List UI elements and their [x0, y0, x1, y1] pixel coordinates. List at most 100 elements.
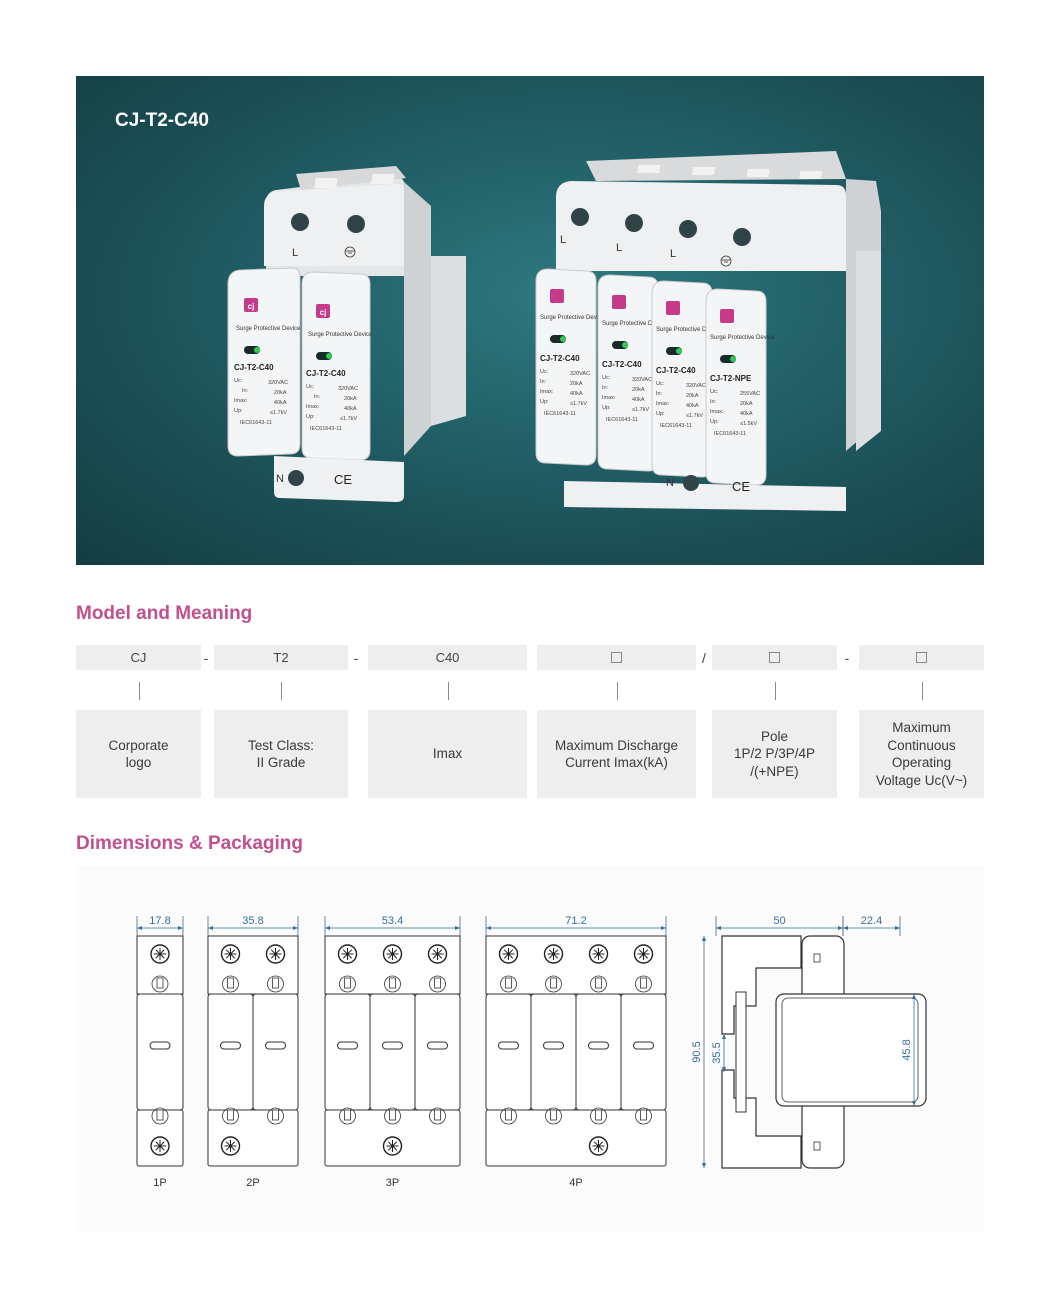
arrow-icon [716, 926, 721, 930]
uc-label: Uc: [234, 378, 243, 384]
connector-line [922, 682, 923, 700]
standard-label: IEC61643-11 [310, 426, 342, 432]
clip-slot [595, 1109, 602, 1121]
screw-detail [643, 949, 649, 955]
clip-icon [635, 975, 652, 993]
up-value: ≤1.7kV [570, 401, 587, 407]
screw-detail [230, 1141, 236, 1147]
status-led [730, 356, 736, 362]
screw-detail [598, 949, 604, 955]
uc-label: Uc: [710, 389, 719, 395]
arrow-icon [293, 926, 298, 930]
clip-slot [550, 1109, 557, 1121]
screw-detail [598, 1145, 604, 1151]
module-heading: Surge Protective Device [540, 315, 605, 321]
pole-label: 4P [569, 1177, 582, 1189]
imax-label: Imax: [306, 404, 320, 410]
terminal-label: L [616, 242, 622, 254]
screw-detail [387, 953, 393, 959]
screw-detail [638, 949, 644, 955]
screw-detail [643, 953, 649, 959]
screw-detail [230, 1145, 236, 1151]
standard-label: IEC61643-11 [606, 417, 638, 423]
module-model: CJ-T2-C40 [602, 360, 642, 369]
module-3: Surge Protective DeviceCJ-T2-C40Uc:320VA… [651, 280, 721, 478]
screw-detail [347, 953, 353, 959]
terminal-screw-icon [679, 220, 697, 238]
module-model: CJ-T2-C40 [540, 354, 580, 363]
pole-module [620, 993, 667, 1111]
clip-slot [227, 1109, 234, 1121]
connector-line [617, 682, 618, 700]
imax-value: 40kA [740, 411, 753, 417]
code-value: T2 [273, 650, 289, 665]
product-hero-image: CJ-T2-C40 L cj [76, 76, 984, 565]
status-led [560, 336, 566, 342]
svg-text:cj: cj [248, 302, 255, 311]
clip-icon [590, 975, 607, 993]
up-value: ≤1.5kV [740, 421, 757, 427]
screw-detail [392, 953, 398, 959]
side-body-top [721, 935, 802, 1035]
module-heading: Surge Protective Device [710, 335, 775, 341]
imax-value: 40kA [686, 403, 699, 409]
screw-detail [392, 1145, 398, 1151]
screw-detail [270, 949, 276, 955]
uc-value: 320VAC [632, 377, 652, 383]
arrow-icon [912, 1101, 916, 1106]
screw-detail [225, 949, 231, 955]
imax-label: Imax: [656, 401, 670, 407]
bottom-terminal-block [485, 1109, 667, 1167]
terminal-screw-icon [288, 470, 304, 486]
side-window-icon [813, 1141, 821, 1151]
imax-value: 40kA [274, 400, 287, 406]
uc-label: Uc: [306, 384, 315, 390]
up-label: Up: [602, 405, 611, 411]
module-model: CJ-T2-C40 [656, 366, 696, 375]
pole-module [136, 993, 184, 1111]
imax-label: Imax: [540, 389, 554, 395]
clip-slot [156, 977, 164, 989]
standard-label: IEC61643-11 [714, 431, 746, 437]
code-separator: - [203, 649, 209, 666]
screw-detail [159, 1145, 165, 1151]
top-terminal-block [485, 935, 667, 995]
screw-detail [503, 949, 509, 955]
in-value: 20kA [570, 381, 583, 387]
module-body [705, 288, 767, 486]
module-1: Surge Protective DeviceCJ-T2-C40Uc:320VA… [535, 268, 605, 466]
dimensions-title: Dimensions & Packaging [76, 833, 304, 854]
code-box-corporate-logo: CJ [76, 645, 201, 670]
terminal-screw-icon [571, 208, 589, 226]
placeholder-square-icon [769, 652, 780, 663]
arrow-icon [137, 926, 142, 930]
terminal-screw-icon [625, 214, 643, 232]
up-label: Up: [656, 411, 665, 417]
clip-slot [640, 977, 647, 989]
screw-detail [508, 949, 514, 955]
screw-detail [225, 1145, 231, 1151]
arrow-icon [722, 1034, 726, 1039]
side-window-icon [813, 953, 821, 963]
indicator-window-icon [149, 1041, 171, 1050]
terminal-screw-icon [683, 475, 699, 491]
clip-icon [384, 975, 401, 993]
screw-detail [392, 949, 398, 955]
neutral-terminal-label: N [666, 477, 674, 489]
screw-detail [159, 949, 165, 955]
clip-icon [429, 975, 446, 993]
in-label: In: [540, 379, 547, 385]
clip-slot [344, 1109, 351, 1121]
in-value: 20kA [274, 390, 287, 396]
screw-detail [392, 1141, 398, 1147]
screw-detail [275, 949, 281, 955]
screw-detail [342, 949, 348, 955]
dimension-value: 35.5 [711, 1042, 723, 1063]
corporate-logo-icon [550, 289, 564, 303]
pole-module [485, 993, 532, 1111]
clip-icon [222, 975, 239, 993]
screw-detail [225, 1141, 231, 1147]
uc-label: Uc: [602, 375, 611, 381]
indicator-window-icon [265, 1041, 286, 1050]
